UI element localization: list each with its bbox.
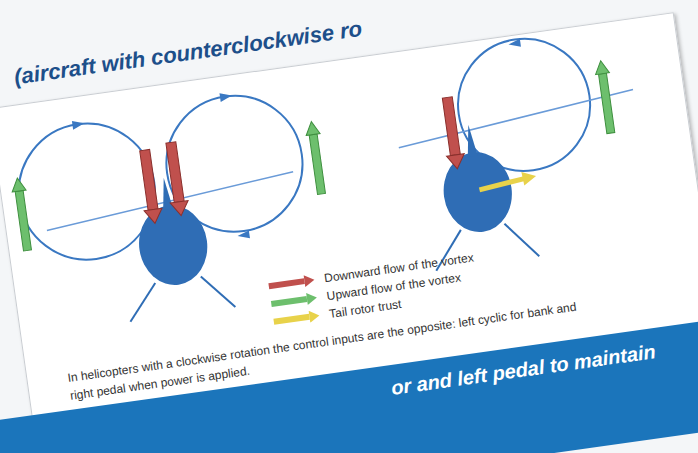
legend-arrow bbox=[269, 291, 320, 310]
legend-arrow bbox=[271, 309, 322, 328]
legend-arrow bbox=[266, 274, 317, 293]
